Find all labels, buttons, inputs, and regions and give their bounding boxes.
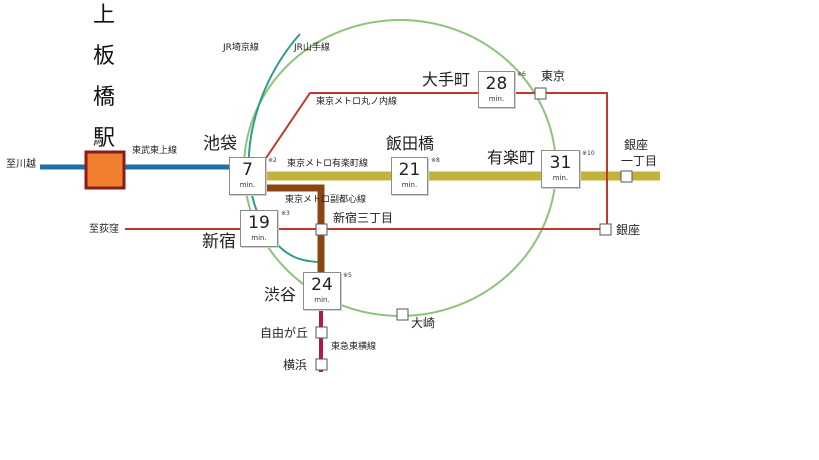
ginza-itchome-label-line1: 銀座 — [624, 138, 649, 152]
shibuya-time-unit: min. — [314, 296, 330, 304]
kamiitabashi-station-marker — [84, 150, 126, 190]
jiyugaoka-station-square — [315, 326, 328, 339]
shinjuku-time-note: ※3 — [281, 210, 290, 217]
yurakucho-time-note: ※10 — [582, 150, 595, 157]
tokyo-station-square — [534, 87, 547, 100]
marunouchi-line-label: 東京メトロ丸ノ内線 — [316, 97, 398, 107]
shinjuku-time-box: 19 min. — [240, 210, 278, 247]
yurakucho-station-label: 有楽町 — [487, 148, 536, 167]
origin-char-1: 上 — [93, 3, 116, 28]
ikebukuro-time-value: 7 — [242, 160, 253, 180]
shibuya-station-label: 渋谷 — [264, 285, 297, 304]
ikebukuro-time-unit: min. — [239, 181, 256, 189]
fukutoshin-line-track — [262, 184, 325, 285]
shinjuku-time-unit: min. — [251, 234, 267, 242]
otemachi-station-label: 大手町 — [422, 70, 471, 89]
ikebukuro-time-note: ※2 — [268, 157, 277, 164]
tokyo-station-label: 東京 — [541, 69, 566, 83]
ginza-station-label: 銀座 — [616, 223, 641, 237]
yurakucho-time-unit: min. — [552, 174, 569, 182]
shinjuku-station-label: 新宿 — [202, 232, 236, 252]
jr-yamanote-line-label: JR山手線 — [294, 43, 330, 53]
origin-char-3: 橋 — [93, 85, 116, 110]
yurakucho-time-value: 31 — [549, 153, 572, 173]
yokohama-station-label: 横浜 — [283, 358, 308, 372]
saikyo-line-track — [247, 33, 323, 263]
ginza-station-square — [599, 223, 612, 236]
yurakucho-time-box: 31 min. — [541, 150, 580, 188]
tobu-tojo-line-label: 東武東上線 — [132, 146, 178, 156]
iidabashi-time-unit: min. — [401, 181, 418, 189]
yurakucho-line-label: 東京メトロ有楽町線 — [287, 159, 369, 169]
iidabashi-time-box: 21 min. — [391, 157, 428, 195]
toyoko-line-label: 東急東横線 — [331, 342, 377, 352]
shibuya-time-note: ※5 — [343, 272, 352, 279]
jr-saikyo-line-label: JR埼京線 — [223, 43, 259, 53]
to-kawagoe-label: 至川越 — [6, 159, 36, 170]
otemachi-time-unit: min. — [488, 95, 505, 103]
osaki-station-square — [396, 308, 409, 321]
shibuya-time-box: 24 min. — [303, 272, 341, 310]
shibuya-time-value: 24 — [311, 275, 333, 295]
origin-char-4: 駅 — [93, 126, 116, 151]
otemachi-time-box: 28 min. — [478, 71, 515, 108]
shinjuku-sanchome-station-square — [315, 223, 328, 236]
marunouchi-line-track — [125, 92, 608, 230]
fukutoshin-line-label: 東京メトロ副都心線 — [285, 195, 367, 205]
yokohama-station-square — [315, 358, 328, 371]
iidabashi-time-value: 21 — [398, 160, 421, 180]
otemachi-time-value: 28 — [485, 74, 508, 94]
origin-char-2: 板 — [93, 44, 116, 69]
jiyugaoka-station-label: 自由が丘 — [260, 326, 309, 340]
ginza-itchome-label-line2: 一丁目 — [621, 154, 658, 168]
osaki-station-label: 大崎 — [411, 316, 436, 330]
ikebukuro-time-box: 7 min. — [229, 157, 266, 195]
ginza-itchome-station-square — [620, 170, 633, 183]
iidabashi-time-note: ※8 — [431, 157, 440, 164]
to-ogikubo-label: 至荻窪 — [89, 224, 119, 235]
otemachi-time-note: ※6 — [517, 71, 526, 78]
shinjuku-sanchome-station-label: 新宿三丁目 — [333, 211, 394, 225]
iidabashi-station-label: 飯田橋 — [386, 134, 435, 153]
shinjuku-time-value: 19 — [248, 213, 270, 233]
ikebukuro-station-label: 池袋 — [203, 134, 237, 154]
